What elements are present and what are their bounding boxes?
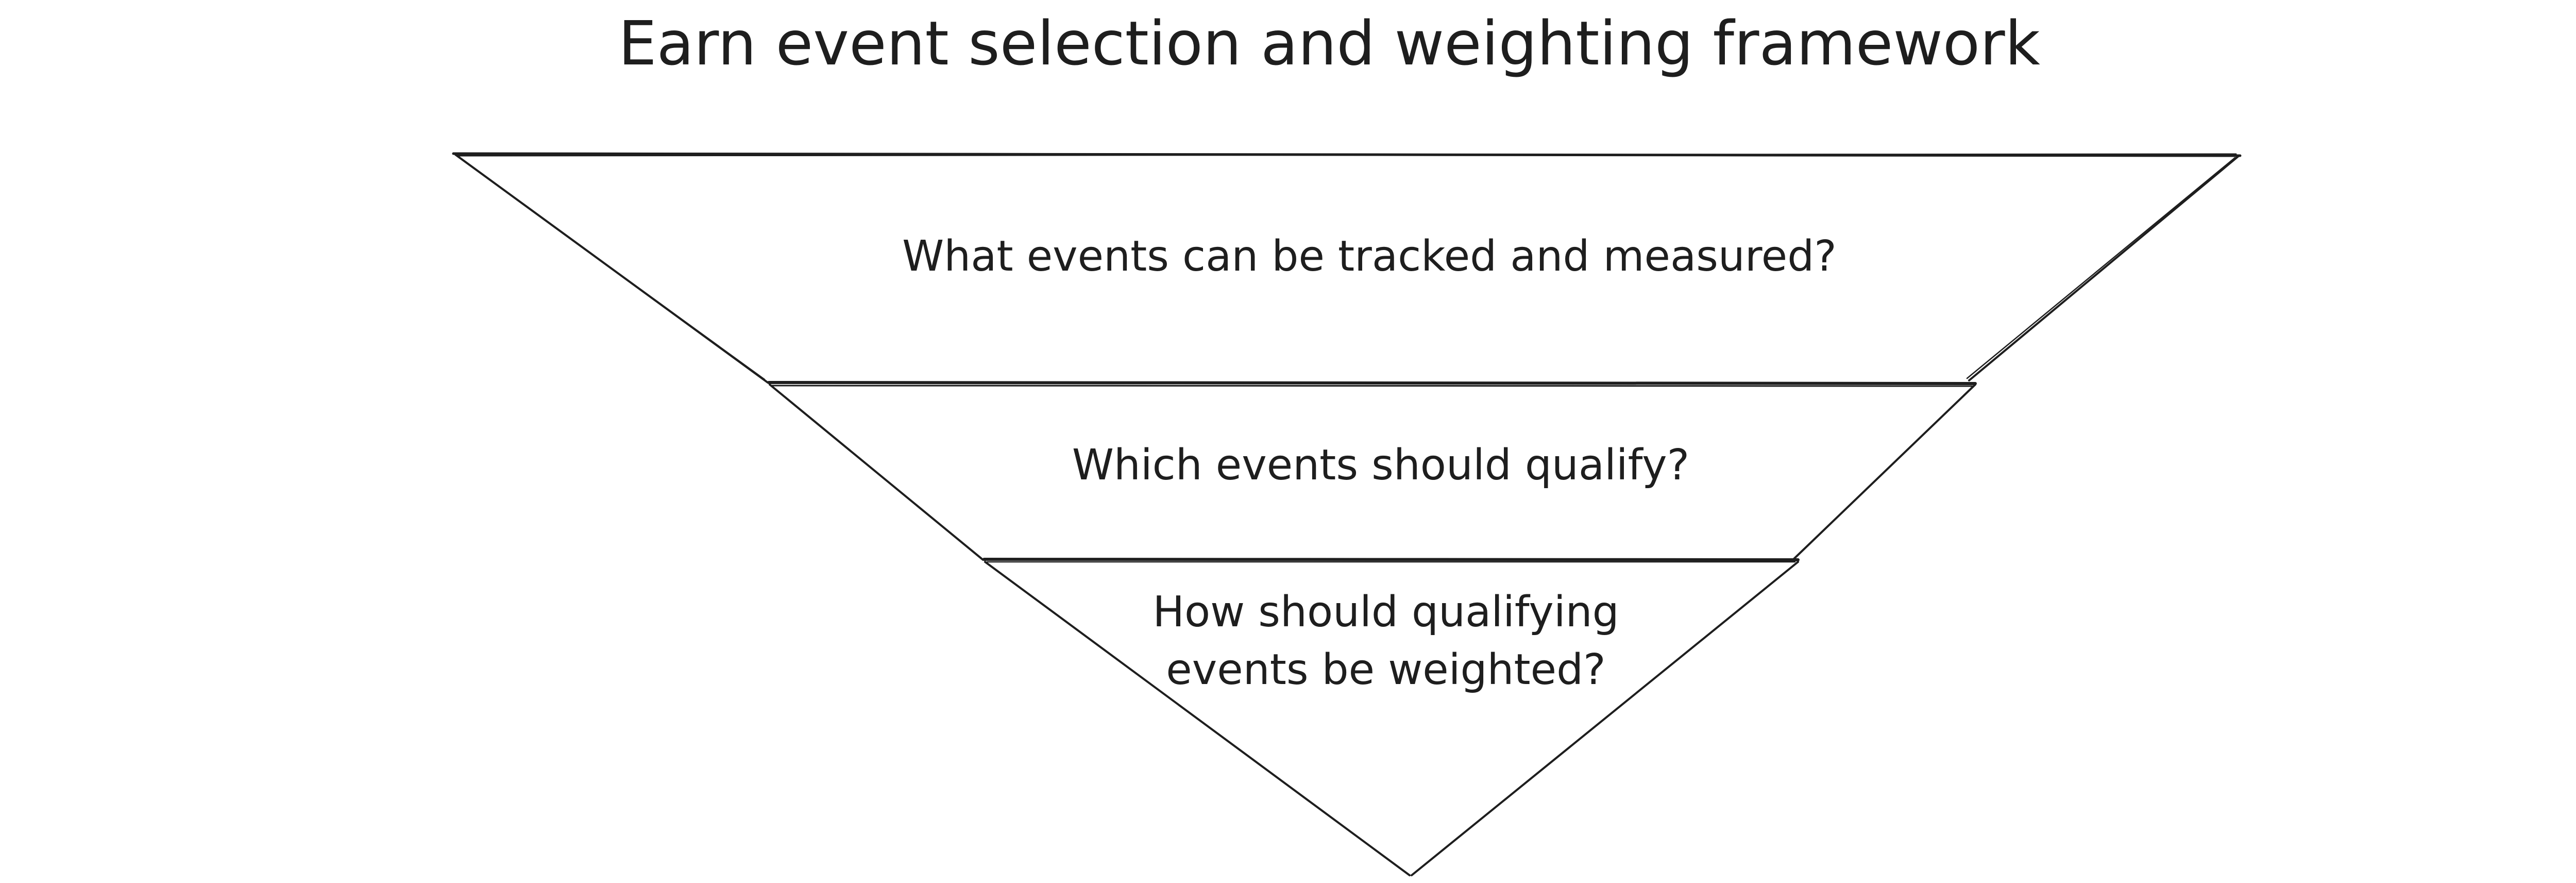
layer-3-label-line-2: events be weighted? [1166, 645, 1605, 694]
layer-divider-2 [982, 558, 1800, 563]
layer-2-label: Which events should qualify? [1072, 441, 1689, 490]
layer-3-label-line-1: How should qualifying [1153, 588, 1619, 637]
layer-1-label: What events can be tracked and measured? [902, 232, 1837, 281]
diagram-title: Earn event selection and weighting frame… [618, 8, 2040, 79]
funnel-outline [452, 152, 2242, 876]
layer-divider-1 [767, 381, 1977, 387]
